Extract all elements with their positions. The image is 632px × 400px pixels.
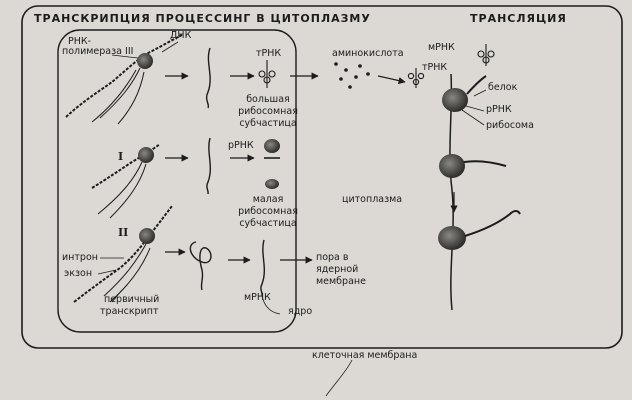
pointer-cell-membrane bbox=[325, 359, 353, 397]
trna-cloverleaf-incoming bbox=[407, 68, 425, 88]
pointer-protein bbox=[473, 89, 487, 97]
label-pore-line1: пора в bbox=[316, 252, 349, 263]
label-rna-polymerase-line1: РНК- bbox=[68, 36, 92, 47]
label-pore-line2: ядерной bbox=[316, 264, 359, 275]
pointer-rrna bbox=[465, 105, 485, 112]
primary-transcript-2 bbox=[109, 247, 151, 303]
label-small-subunit-line3: субчастица bbox=[239, 218, 297, 229]
label-large-subunit-line2: рибосомная bbox=[238, 106, 298, 117]
label-dna: ДНК bbox=[170, 30, 192, 41]
label-ribosome: рибосома bbox=[486, 120, 534, 131]
rna-tail-mid-2 bbox=[109, 163, 147, 219]
label-small-subunit-line2: рибосомная bbox=[238, 206, 298, 217]
label-protein: белок bbox=[488, 82, 518, 93]
large-subunit-mid bbox=[264, 139, 280, 153]
small-subunit bbox=[265, 179, 279, 189]
pointer-dna bbox=[161, 41, 179, 53]
label-cytoplasm: цитоплазма bbox=[342, 194, 403, 205]
ribosome-2 bbox=[439, 154, 507, 178]
dna-strand-top bbox=[65, 34, 183, 118]
label-cell-membrane: клеточная мембрана bbox=[312, 350, 418, 361]
label-pore-line3: мембране bbox=[316, 276, 366, 287]
label-primary-transcript-line2: транскрипт bbox=[100, 306, 159, 317]
trna-precursor bbox=[205, 47, 211, 109]
pointer-polymerase bbox=[111, 54, 139, 59]
pointer-ribosome bbox=[461, 109, 485, 126]
label-trna-top: тРНК bbox=[256, 48, 282, 59]
label-primary-transcript-line1: первичный bbox=[104, 294, 160, 305]
rrna-precursor bbox=[206, 137, 211, 195]
header-left: ТРАНСКРИПЦИЯ ПРОЦЕССИНГ В ЦИТОПЛАЗМУ bbox=[34, 12, 371, 25]
mrna-mature bbox=[260, 239, 265, 297]
rna-tail-mid-1 bbox=[97, 161, 143, 215]
rna-polymerase-mid bbox=[138, 147, 154, 163]
pointer-mrna bbox=[261, 295, 281, 315]
cell-membrane bbox=[21, 5, 623, 349]
label-rrna-mid: рРНК bbox=[228, 140, 254, 151]
label-exon: экзон bbox=[64, 268, 93, 279]
label-rna-polymerase-line2: полимераза III bbox=[62, 46, 134, 57]
ribosome-3 bbox=[438, 210, 521, 250]
label-roman-two: II bbox=[118, 226, 129, 239]
rna-tail-top-3 bbox=[117, 71, 145, 125]
trna-cloverleaf-top bbox=[258, 60, 276, 88]
dna-strand-bottom bbox=[73, 205, 173, 303]
label-nucleus: ядро bbox=[288, 306, 313, 317]
rna-polymerase-bottom bbox=[139, 228, 155, 244]
rna-tail-top-1 bbox=[99, 67, 141, 119]
label-mrna-right: мРНК bbox=[428, 42, 455, 53]
pointer-primary bbox=[111, 289, 123, 303]
dna-strand-mid bbox=[91, 143, 161, 189]
rna-tail-top-2 bbox=[91, 69, 137, 123]
rna-polymerase-top bbox=[137, 53, 153, 69]
label-rrna-right: рРНК bbox=[486, 104, 512, 115]
header-right: ТРАНСЛЯЦИЯ bbox=[470, 12, 567, 25]
trna-cloverleaf-right bbox=[477, 44, 495, 66]
label-mrna-bottom: мРНК bbox=[244, 292, 271, 303]
ribosome-1 bbox=[442, 75, 487, 112]
nucleus-membrane bbox=[57, 29, 297, 333]
spliced-loop bbox=[189, 241, 212, 291]
primary-transcript-1 bbox=[103, 243, 147, 297]
label-amino-acid: аминокислота bbox=[332, 48, 404, 59]
label-roman-one: I bbox=[118, 150, 124, 163]
arrow-top-4 bbox=[377, 75, 406, 85]
amino-acids bbox=[334, 62, 370, 89]
label-intron: интрон bbox=[62, 252, 98, 263]
label-large-subunit-line3: субчастица bbox=[239, 118, 297, 129]
pointer-exon bbox=[97, 269, 117, 275]
label-small-subunit-line1: малая bbox=[252, 194, 284, 205]
label-large-subunit-line1: большая bbox=[246, 94, 290, 105]
label-trna-right: тРНК bbox=[422, 62, 448, 73]
